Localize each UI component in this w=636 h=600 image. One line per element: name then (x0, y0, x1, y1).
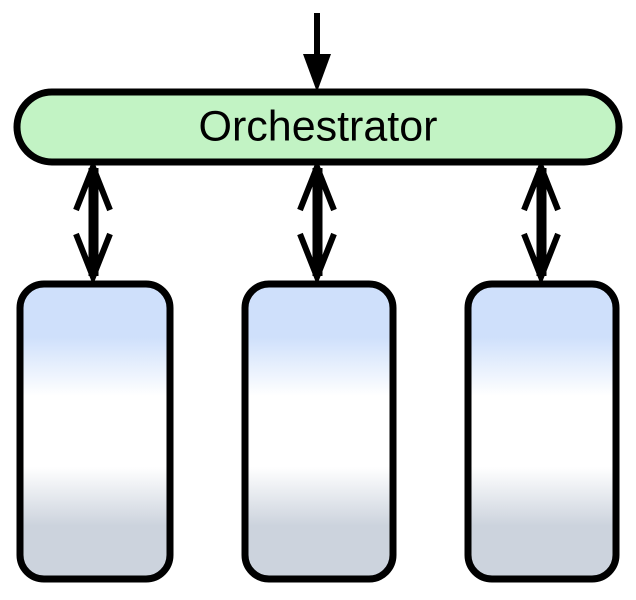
bidirectional-arrow-agent-2[interactable] (297, 158, 337, 286)
bidirectional-arrow-agent-3[interactable] (521, 158, 561, 286)
agent-node-2[interactable] (241, 280, 397, 583)
agent-3-shape[interactable] (464, 280, 620, 583)
agent-2-shape[interactable] (241, 280, 397, 583)
orchestrator-node[interactable]: Orchestrator (13, 88, 623, 166)
bidirectional-arrow-agent-1[interactable] (73, 158, 113, 286)
input-arrow (303, 13, 331, 92)
connector-3-arrowhead-down (521, 232, 561, 286)
input-arrow-head (303, 54, 331, 92)
connector-1-arrowhead-up (73, 158, 113, 212)
agent-node-1[interactable] (16, 280, 174, 583)
connector-3-arrowhead-up (521, 158, 561, 212)
agent-node-3[interactable] (464, 280, 620, 583)
orchestrator-label: Orchestrator (199, 102, 438, 150)
connector-1-arrowhead-down (73, 232, 113, 286)
connector-2-arrowhead-down (297, 232, 337, 286)
connector-2-arrowhead-up (297, 158, 337, 212)
agent-1-shape[interactable] (16, 280, 174, 583)
